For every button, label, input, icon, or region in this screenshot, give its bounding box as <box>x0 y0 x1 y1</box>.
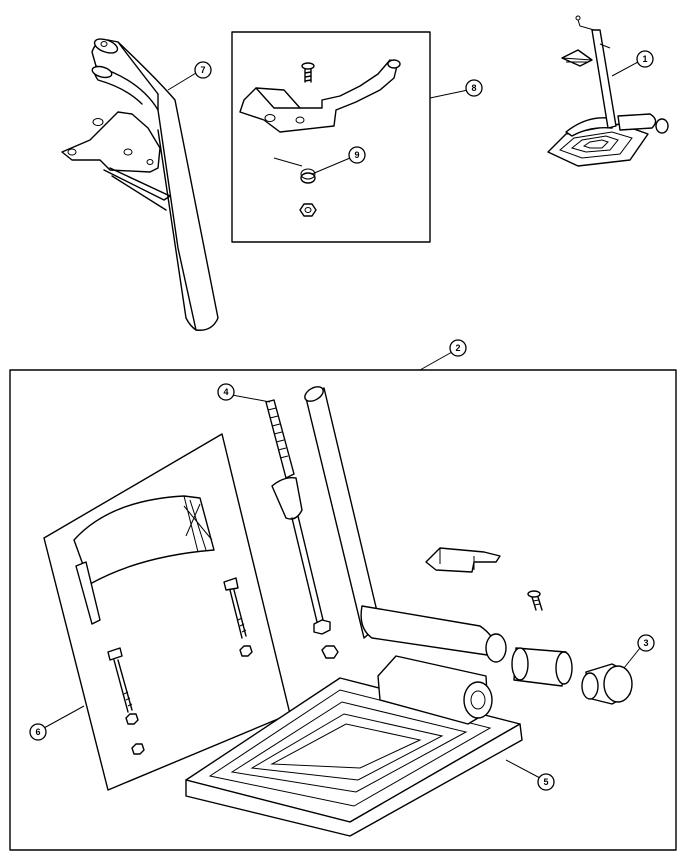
part-9-spring <box>273 157 316 184</box>
callout-9: 9 <box>348 146 366 164</box>
callout-8: 8 <box>465 79 483 97</box>
part-7-upright-tube <box>61 38 219 331</box>
part-6-bolt-upper <box>223 577 253 657</box>
callout-4: 4 <box>217 383 235 401</box>
svg-text:5: 5 <box>543 777 548 787</box>
callout-5: 5 <box>537 773 555 791</box>
part-2-clip <box>425 547 501 573</box>
part-2-sleeve <box>511 647 573 687</box>
part-4-threaded-rod <box>265 399 339 659</box>
svg-text:3: 3 <box>643 638 648 648</box>
svg-text:7: 7 <box>200 65 205 75</box>
callout-3: 3 <box>637 634 655 652</box>
part-8-nut <box>299 203 317 217</box>
callout-6: 6 <box>29 723 47 741</box>
part-2-upright-tube <box>304 386 507 663</box>
part-8-screw <box>301 62 315 83</box>
svg-text:6: 6 <box>35 727 40 737</box>
callout-1: 1 <box>636 50 654 68</box>
part-5-footplate <box>185 655 523 837</box>
part-8-kit-box <box>231 31 431 243</box>
svg-text:4: 4 <box>223 387 228 397</box>
callout-7: 7 <box>194 61 212 79</box>
svg-text:8: 8 <box>471 83 476 93</box>
part-6-strap <box>73 495 215 625</box>
part-3-end-cap <box>581 663 633 705</box>
callout-2: 2 <box>449 339 467 357</box>
part-2-box <box>9 369 677 851</box>
part-2-screw <box>527 590 543 611</box>
svg-text:9: 9 <box>354 150 359 160</box>
part-6-bolt-lower <box>107 647 145 755</box>
svg-text:2: 2 <box>455 343 460 353</box>
part-8-pedal-bracket <box>239 59 401 133</box>
svg-text:1: 1 <box>642 54 647 64</box>
part-1-assembly <box>547 15 669 167</box>
